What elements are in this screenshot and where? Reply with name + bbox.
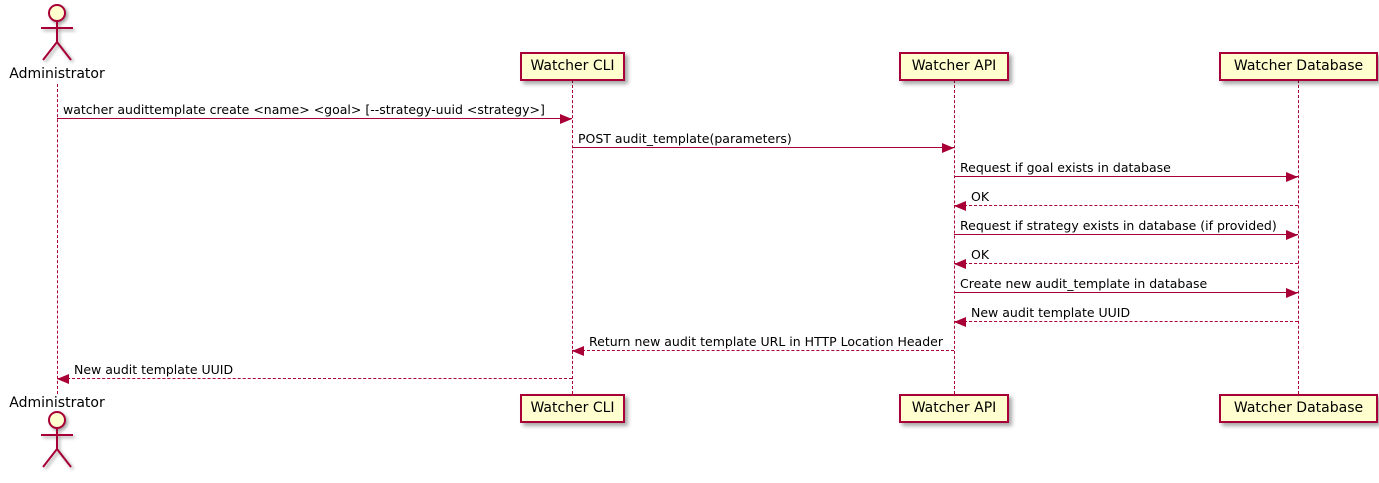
- message-1-text: watcher audittemplate create <name> <goa…: [63, 102, 545, 117]
- arrowhead-right-icon: [1286, 230, 1298, 240]
- message-5: Request if strategy exists in database (…: [954, 218, 1298, 240]
- participant-watcher-database-top: Watcher Database: [1219, 52, 1378, 81]
- message-3-text: Request if goal exists in database: [960, 160, 1171, 175]
- lifeline-watcher-cli: [572, 80, 573, 394]
- message-9-arrow: [572, 346, 954, 356]
- arrowhead-left-icon: [57, 374, 69, 384]
- message-4-arrow: [954, 201, 1298, 211]
- arrowhead-right-icon: [1286, 288, 1298, 298]
- lifeline-administrator: [57, 84, 58, 394]
- message-7: Create new audit_template in database: [954, 276, 1298, 298]
- message-6: OK: [954, 247, 1298, 269]
- message-10-text: New audit template UUID: [74, 362, 234, 377]
- arrowhead-right-icon: [942, 143, 954, 153]
- arrowhead-left-icon: [954, 201, 966, 211]
- message-7-text: Create new audit_template in database: [960, 276, 1208, 291]
- message-5-arrow: [954, 230, 1298, 240]
- arrowhead-left-icon: [572, 346, 584, 356]
- message-2: POST audit_template(parameters): [572, 131, 954, 153]
- message-1: watcher audittemplate create <name> <goa…: [57, 102, 572, 124]
- participant-watcher-cli-top: Watcher CLI: [520, 52, 625, 81]
- actor-administrator-label: Administrator: [9, 66, 105, 82]
- message-2-arrow: [572, 143, 954, 153]
- arrowhead-left-icon: [954, 317, 966, 327]
- arrowhead-left-icon: [954, 259, 966, 269]
- message-9-text: Return new audit template URL in HTTP Lo…: [589, 334, 943, 349]
- actor-administrator-bottom: Administrator: [9, 395, 105, 475]
- message-4-text: OK: [971, 189, 990, 204]
- message-9: Return new audit template URL in HTTP Lo…: [572, 334, 954, 356]
- message-7-arrow: [954, 288, 1298, 298]
- lifeline-watcher-database: [1298, 80, 1299, 394]
- actor-icon: [41, 4, 73, 61]
- arrowhead-right-icon: [560, 114, 572, 124]
- message-6-arrow: [954, 259, 1298, 269]
- message-4: OK: [954, 189, 1298, 211]
- message-8: New audit template UUID: [954, 305, 1298, 327]
- message-6-text: OK: [971, 247, 990, 262]
- arrowhead-right-icon: [1286, 172, 1298, 182]
- actor-icon: [41, 411, 73, 468]
- message-8-arrow: [954, 317, 1298, 327]
- participant-watcher-api-bottom: Watcher API: [899, 394, 1009, 423]
- message-5-text: Request if strategy exists in database (…: [960, 218, 1277, 233]
- message-10-arrow: [57, 374, 572, 384]
- actor-administrator-top: Administrator: [9, 3, 105, 81]
- message-2-text: POST audit_template(parameters): [578, 131, 792, 146]
- message-3-arrow: [954, 172, 1298, 182]
- message-10: New audit template UUID: [57, 362, 572, 384]
- participant-watcher-cli-bottom: Watcher CLI: [520, 394, 625, 423]
- participant-watcher-api-top: Watcher API: [899, 52, 1009, 81]
- participant-watcher-database-bottom: Watcher Database: [1219, 394, 1378, 423]
- message-3: Request if goal exists in database: [954, 160, 1298, 182]
- message-1-arrow: [57, 114, 572, 124]
- actor-administrator-label: Administrator: [9, 395, 105, 411]
- message-8-text: New audit template UUID: [971, 305, 1131, 320]
- lifeline-watcher-api: [954, 80, 955, 394]
